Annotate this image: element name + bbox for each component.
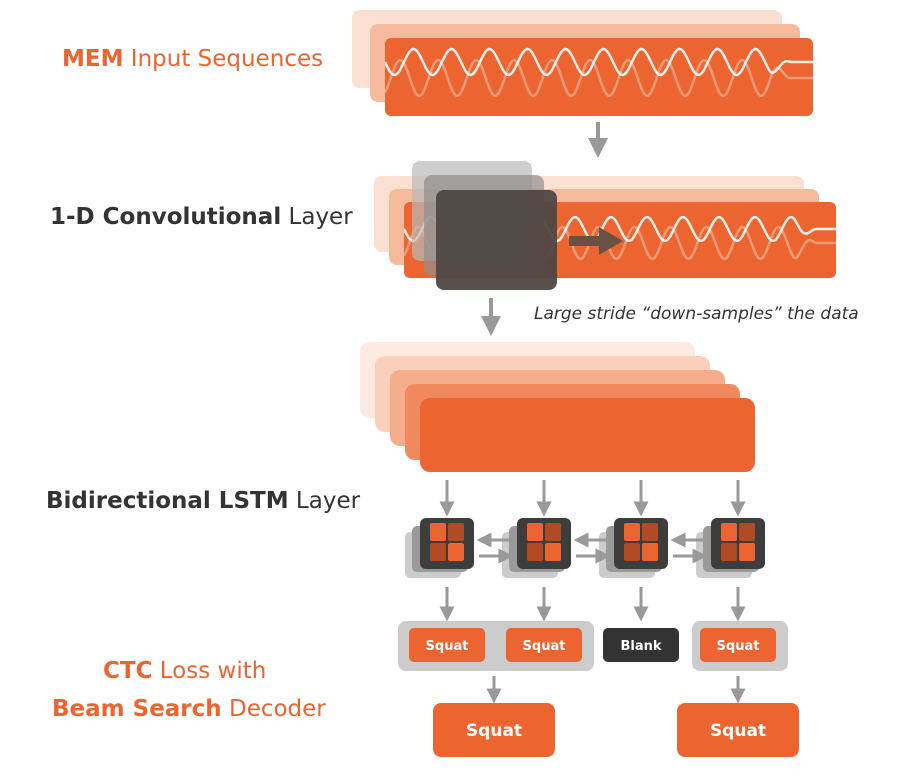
decoded-token-label: Squat (710, 721, 766, 741)
stride-note: Large stride “down-samples” the data (534, 304, 859, 324)
mem-signal-wave-faint (385, 58, 813, 98)
mem-input-sequences-label: MEM Input Sequences (62, 46, 324, 72)
ctc-token-label: Squat (717, 639, 760, 654)
decoded-token-label: Squat (466, 721, 522, 741)
ctc-token: Squat (506, 628, 582, 662)
ctc-output-row: Squat Squat Blank Squat (398, 621, 788, 671)
lstm-layer-front (420, 398, 755, 472)
conv-kernel-window (412, 161, 557, 290)
lstm-layer-stack (360, 342, 755, 472)
ctc-token-label: Squat (523, 639, 566, 654)
ctc-token-label: Blank (620, 639, 661, 654)
mem-input-stack (352, 10, 813, 116)
stride-direction-arrow (569, 227, 623, 255)
lstm-cell (405, 518, 474, 578)
ctc-token: Squat (409, 628, 485, 662)
decoded-token: Squat (433, 703, 555, 757)
ctc-token-label: Squat (426, 639, 469, 654)
conv-layer-label: 1-D Convolutional Layer (50, 204, 353, 230)
ctc-token: Squat (700, 628, 776, 662)
kernel-window (436, 190, 557, 290)
lstm-cell-row (405, 480, 765, 622)
ctc-loss-label: CTC Loss with (103, 658, 267, 684)
lstm-cell (502, 518, 571, 578)
beam-search-decoder-label: Beam Search Decoder (52, 696, 326, 722)
lstm-cell (696, 518, 765, 578)
ctc-blank-token: Blank (603, 628, 679, 662)
lstm-layer-label: Bidirectional LSTM Layer (46, 488, 361, 514)
lstm-cell (599, 518, 668, 578)
mem-signal-wave (385, 47, 813, 77)
mem-layer-front (385, 38, 813, 116)
decoded-token: Squat (677, 703, 799, 757)
decoded-output-row: Squat Squat (433, 676, 799, 757)
